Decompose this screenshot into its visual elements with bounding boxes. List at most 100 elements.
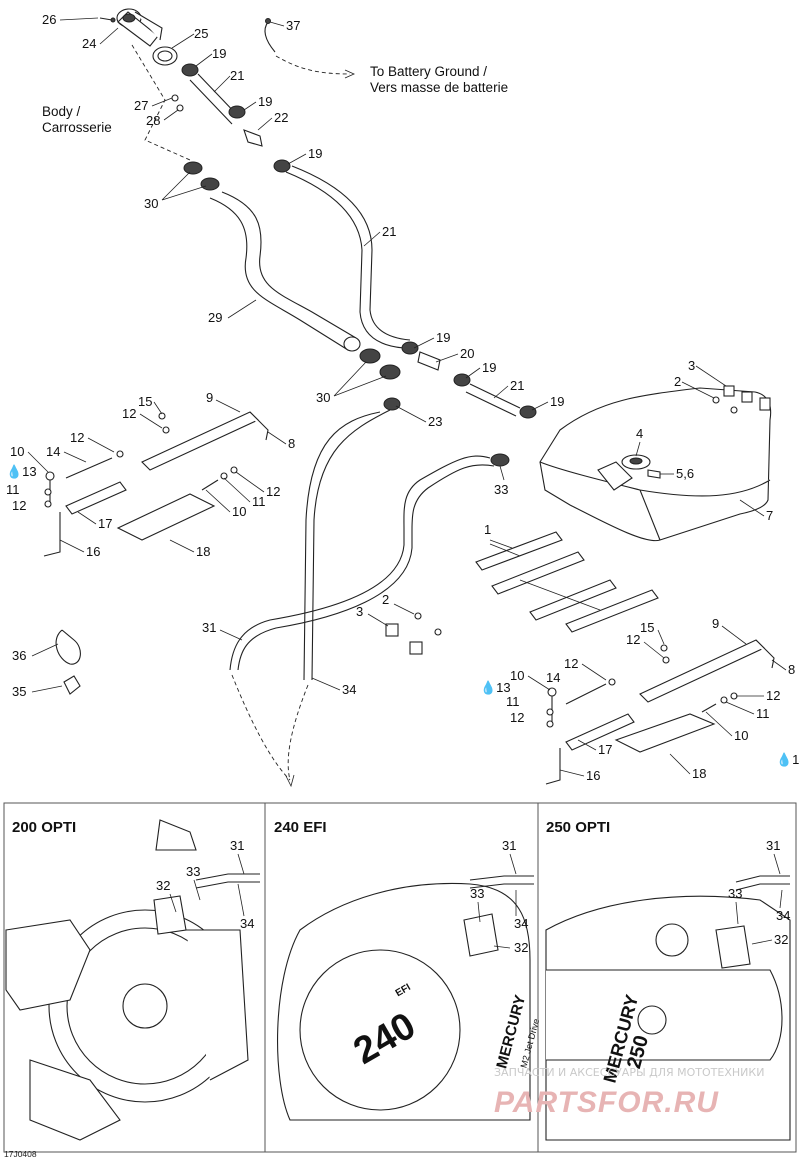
callout-10a: 10 — [10, 444, 24, 459]
callout-31: 31 — [202, 620, 216, 635]
panel-240-efi: 240 EFI 240 EFI MERCURY M2 Jet Drive 31 … — [274, 819, 541, 1121]
callout-10c: 10 — [510, 668, 524, 683]
callout-28: 28 — [146, 113, 160, 128]
panel1-callout-32: 32 — [156, 878, 170, 893]
panel1-callout-31: 31 — [230, 838, 244, 853]
callout-labels: 26 24 25 19 21 37 27 28 19 22 19 30 21 2… — [6, 12, 800, 783]
callout-11c: 11 — [506, 694, 520, 709]
panel1-callout-34: 34 — [240, 916, 254, 931]
callout-30b: 30 — [316, 390, 330, 405]
panel2-callout-32: 32 — [514, 940, 528, 955]
foam-strips — [475, 531, 659, 633]
vent-hose-21 — [285, 165, 537, 419]
callout-16b: 16 — [586, 768, 600, 783]
callout-8a: 8 — [288, 436, 295, 451]
note-battery-ground-fr: Vers masse de batterie — [370, 80, 508, 95]
panel-title-240-efi: 240 EFI — [274, 819, 327, 836]
callout-29: 29 — [208, 310, 222, 325]
callout-14a: 14 — [46, 444, 60, 459]
callout-18a: 18 — [196, 544, 210, 559]
fill-hose-29 — [183, 161, 401, 380]
callout-22: 22 — [274, 110, 288, 125]
callout-12f: 12 — [564, 656, 578, 671]
callout-9a: 9 — [206, 390, 213, 405]
callout-15b: 15 — [640, 620, 654, 635]
note-body-en: Body / — [42, 104, 81, 119]
filler-neck-assembly — [99, 8, 355, 173]
tie-wrap-and-rivet — [55, 629, 81, 695]
panel2-callout-33: 33 — [470, 886, 484, 901]
callout-3b: 3 — [356, 604, 363, 619]
callout-13a: 💧13 — [6, 464, 37, 479]
panel3-callout-31: 31 — [766, 838, 780, 853]
callout-56: 5,6 — [676, 466, 694, 481]
callout-12h: 12 — [766, 688, 780, 703]
fuel-lines-31-34 — [229, 409, 510, 788]
callout-19c: 19 — [308, 146, 322, 161]
fuel-tank — [539, 385, 772, 542]
callout-2b: 2 — [382, 592, 389, 607]
panel3-callout-34: 34 — [776, 908, 790, 923]
callout-12c: 12 — [12, 498, 26, 513]
callout-25: 25 — [194, 26, 208, 41]
callout-27: 27 — [134, 98, 148, 113]
callout-26: 26 — [42, 12, 56, 27]
callout-30a: 30 — [144, 196, 158, 211]
callout-33a: 33 — [494, 482, 508, 497]
callout-10b: 10 — [232, 504, 246, 519]
note-battery-ground-en: To Battery Ground / — [370, 64, 487, 79]
callout-11d: 11 — [756, 706, 770, 721]
panel3-callout-32: 32 — [774, 932, 788, 947]
callout-16a: 16 — [86, 544, 100, 559]
callout-18b: 18 — [692, 766, 706, 781]
callout-8b: 8 — [788, 662, 795, 677]
callout-12e: 12 — [626, 632, 640, 647]
strap-assembly-left — [43, 411, 269, 557]
callout-14b: 14 — [546, 670, 560, 685]
watermark-line-1: ЗАПЧАСТИ И АКСЕССУАРЫ ДЛЯ МОТОТЕХНИКИ — [494, 1066, 764, 1079]
callout-7: 7 — [766, 508, 773, 523]
reference-code: 17J0408 — [4, 1149, 37, 1159]
panel-title-250-opti: 250 OPTI — [546, 819, 610, 836]
panel-250-opti: 250 OPTI MERCURY 250 31 33 34 32 — [545, 819, 791, 1141]
panel-200-opti: 200 OPTI 31 33 32 34 — [5, 819, 260, 1141]
callout-37: 37 — [286, 18, 300, 33]
callout-21b: 21 — [382, 224, 396, 239]
strap-assembly-right — [385, 612, 775, 785]
callout-12b: 12 — [70, 430, 84, 445]
callout-35: 35 — [12, 684, 26, 699]
callout-20: 20 — [460, 346, 474, 361]
callout-3a: 3 — [688, 358, 695, 373]
callout-9b: 9 — [712, 616, 719, 631]
panel3-callout-33: 33 — [728, 886, 742, 901]
callout-12a: 12 — [122, 406, 136, 421]
callout-13c: 💧13 — [776, 752, 800, 767]
callout-19b: 19 — [258, 94, 272, 109]
callout-11b: 11 — [252, 494, 266, 509]
callout-11a: 11 — [6, 482, 20, 497]
callout-13b: 💧13 — [480, 680, 511, 695]
callout-4: 4 — [636, 426, 643, 441]
notes: To Battery Ground / Vers masse de batter… — [42, 64, 508, 135]
callout-23: 23 — [428, 414, 442, 429]
callout-24: 24 — [82, 36, 96, 51]
callout-12g: 12 — [510, 710, 524, 725]
callout-10d: 10 — [734, 728, 748, 743]
callout-19f: 19 — [550, 394, 564, 409]
callout-21a: 21 — [230, 68, 244, 83]
panel-title-200-opti: 200 OPTI — [12, 819, 76, 836]
callout-19d: 19 — [436, 330, 450, 345]
note-body-fr: Carrosserie — [42, 120, 112, 135]
engine-panels: 200 OPTI 31 33 32 34 240 EFI 240 EFI — [3, 802, 797, 1153]
callout-17a: 17 — [98, 516, 112, 531]
callout-15a: 15 — [138, 394, 152, 409]
panel2-callout-34: 34 — [514, 916, 528, 931]
callout-12d: 12 — [266, 484, 280, 499]
panel2-callout-31: 31 — [502, 838, 516, 853]
callout-17b: 17 — [598, 742, 612, 757]
panel1-callout-33: 33 — [186, 864, 200, 879]
callout-19a: 19 — [212, 46, 226, 61]
callout-19e: 19 — [482, 360, 496, 375]
callout-34: 34 — [342, 682, 356, 697]
